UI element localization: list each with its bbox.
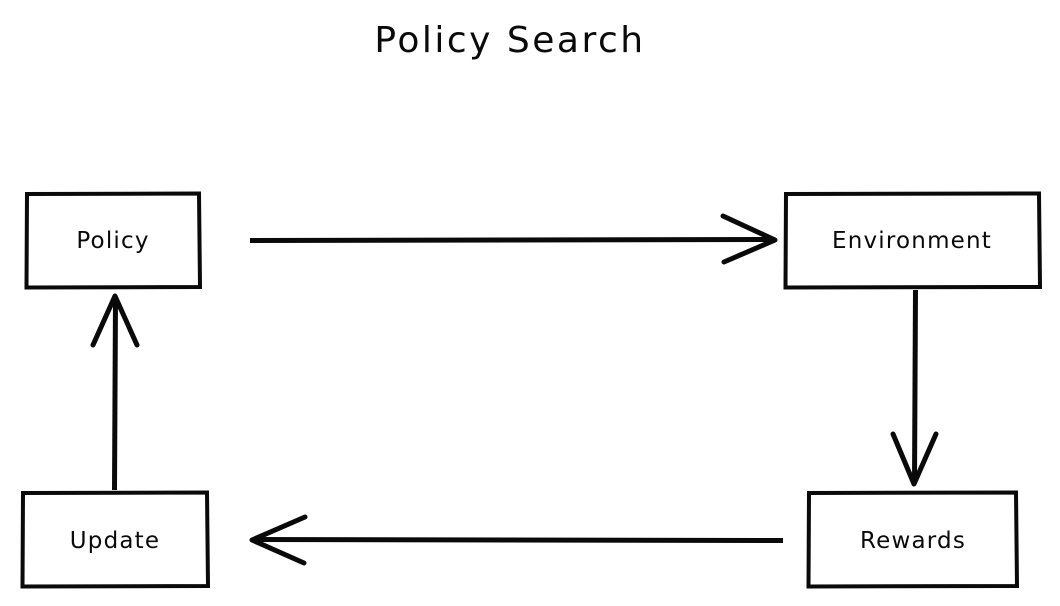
node-environment-box xyxy=(783,191,1043,290)
node-rewards-label: Rewards xyxy=(860,528,966,554)
page-title: Policy Search xyxy=(374,20,645,61)
edge-environment-to-rewards-line xyxy=(912,289,918,483)
node-update-box xyxy=(20,490,211,589)
edge-environment-to-rewards[interactable] xyxy=(890,289,939,487)
node-update[interactable]: Update xyxy=(20,490,211,589)
edge-update-to-policy-arrowhead xyxy=(90,293,140,348)
edge-policy-to-environment-arrowhead xyxy=(720,213,778,265)
edge-environment-to-rewards-arrowhead xyxy=(890,431,939,487)
node-environment[interactable]: Environment xyxy=(783,191,1043,290)
edge-update-to-policy-line xyxy=(112,298,118,491)
edge-update-to-policy[interactable] xyxy=(90,293,140,491)
edge-rewards-to-update[interactable] xyxy=(249,514,784,566)
node-rewards-box xyxy=(806,490,1020,589)
edge-policy-to-environment-line xyxy=(249,237,773,243)
node-update-label: Update xyxy=(70,528,161,554)
node-rewards[interactable]: Rewards xyxy=(806,490,1020,589)
node-policy-label: Policy xyxy=(76,228,149,254)
edge-rewards-to-update-line xyxy=(253,537,784,543)
node-policy-box xyxy=(24,191,203,290)
node-environment-label: Environment xyxy=(832,228,992,254)
node-policy[interactable]: Policy xyxy=(24,191,203,290)
edge-policy-to-environment[interactable] xyxy=(249,213,778,265)
edge-rewards-to-update-arrowhead xyxy=(249,514,308,566)
